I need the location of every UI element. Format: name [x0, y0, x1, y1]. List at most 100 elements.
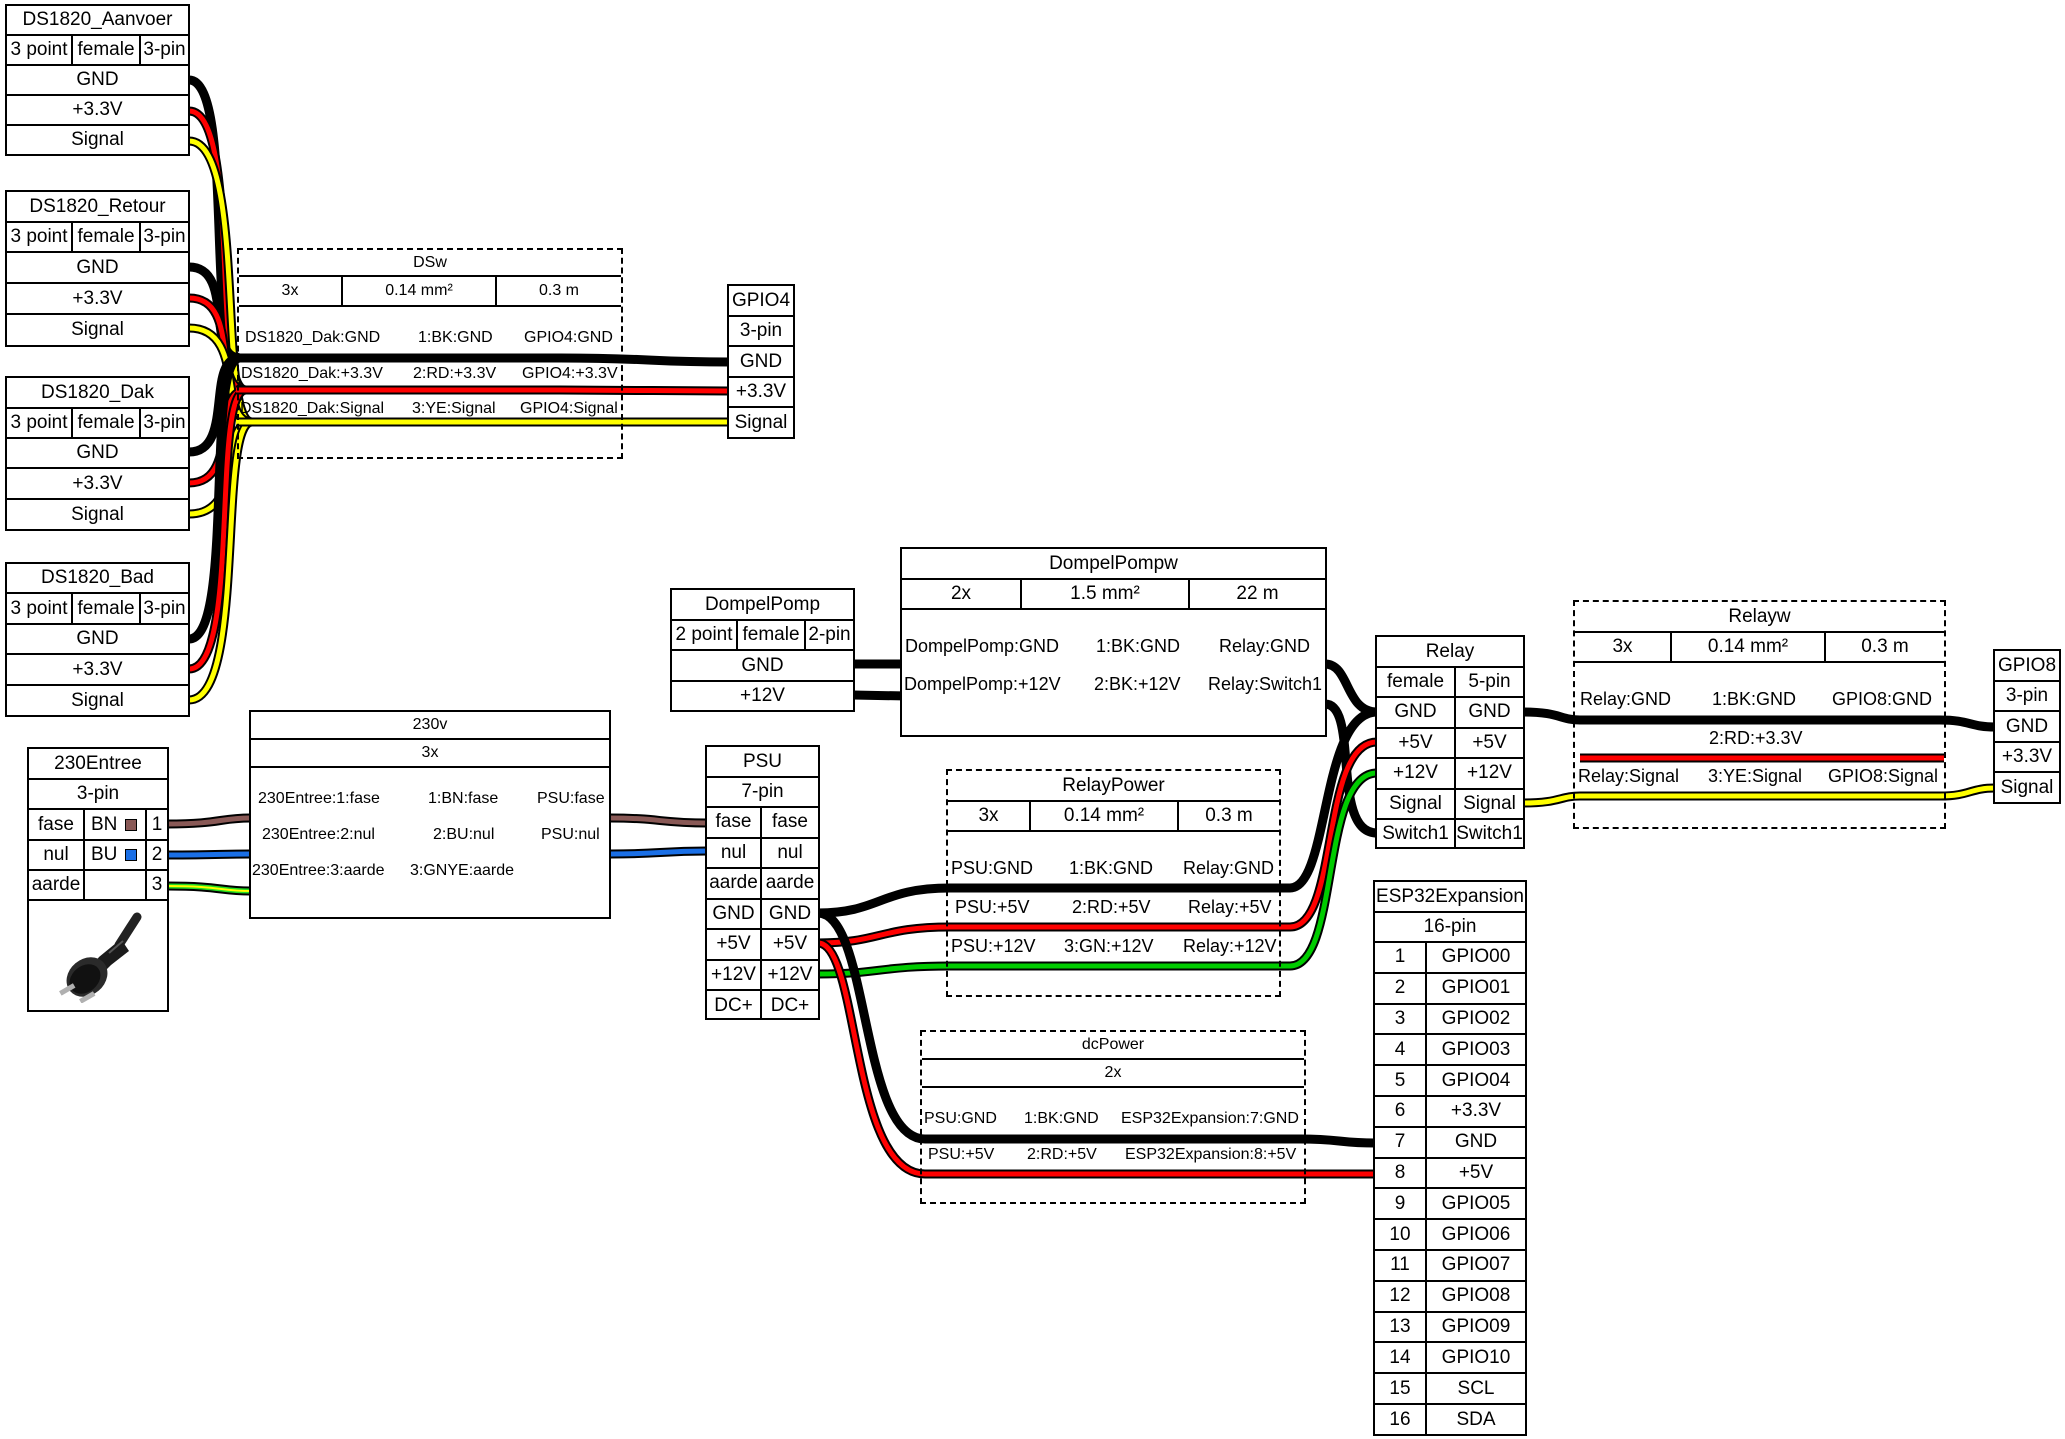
pin-row: GND [729, 347, 793, 378]
pin-row: +3.3V [7, 284, 188, 315]
pin-row: GND [7, 66, 188, 96]
wire-label: Relay:GND [1183, 858, 1275, 878]
wire-relaypower-gnd [817, 707, 1378, 918]
cable-attr: 3x [239, 277, 343, 307]
connector-title: DS1820_Aanvoer [7, 6, 188, 36]
pin-cell: nul [762, 839, 818, 869]
pin-label: aarde [29, 871, 85, 901]
wire-dcpower-gnd [817, 908, 1376, 1148]
wire-label: PSU:+5V [928, 1146, 995, 1163]
connector-attr: female [73, 594, 141, 625]
connector-attr: 3 point [7, 409, 73, 439]
pin-row: +3.3V [7, 469, 188, 500]
wire-label: 1:BK:GND [1712, 689, 1797, 709]
pin-cell: 7 [1375, 1127, 1427, 1159]
connector-attr: 2 point [672, 621, 738, 651]
cable-dsw: DSw 3x 0.14 mm² 0.3 m [237, 248, 623, 459]
wire-dcpower-5v [816, 938, 1375, 1179]
pin-cell: +12V [707, 960, 762, 991]
cable-title: 230v [251, 712, 609, 740]
cable-attr: 0.14 mm² [1031, 802, 1179, 832]
color-swatch [125, 849, 138, 861]
wire-relayw-gnd [1522, 707, 1996, 732]
connector-title: DS1820_Bad [7, 564, 188, 594]
wire-label: 3:GN:+12V [1064, 936, 1154, 956]
wire-label: 3:GNYE:aarde [410, 862, 515, 879]
color-swatch [125, 818, 138, 831]
pin-cell: +3.3V [1427, 1097, 1525, 1128]
pin-cell: GPIO00 [1427, 943, 1525, 974]
cable-attr: 2x [902, 580, 1022, 610]
pin-row: Signal [734, 411, 788, 433]
wire-label: 1:BK:GND [418, 329, 493, 346]
wire-label: 230Entree:2:nul [262, 826, 375, 843]
cable-title: DSw [239, 250, 621, 277]
cable-dompelpompw: DompelPompw 2x 1.5 mm² 22 m [900, 547, 1327, 737]
pin-cell: 2 [1375, 973, 1427, 1005]
wire-label: Relay:GND [1219, 636, 1311, 656]
pin-cell: SCL [1427, 1374, 1525, 1405]
pin-row: GND [7, 439, 188, 469]
cable-title: RelayPower [948, 771, 1279, 802]
wire-label: 3:YE:Signal [412, 400, 496, 417]
cable-title: Relayw [1575, 602, 1944, 633]
wire-label: PSU:GND [924, 1110, 997, 1127]
pin-cell: GPIO09 [1427, 1313, 1525, 1344]
pin-number: 1 [147, 810, 167, 841]
wire-label: ESP32Expansion:8:+5V [1125, 1146, 1297, 1163]
connector-title: DS1820_Retour [7, 192, 188, 223]
connector-attr: female [738, 621, 806, 651]
pin-cell: 6 [1375, 1097, 1427, 1128]
pin-cell: +12V [1377, 759, 1456, 790]
connector-attr: 3-pin [1995, 682, 2059, 712]
wire-ds1820-bad [187, 353, 242, 644]
wire-label: DompelPomp:+12V [904, 674, 1061, 694]
wire-relaypower-5v [817, 737, 1378, 948]
connector-attr: 3 point [7, 223, 73, 253]
wire-relayw-signal [1522, 783, 1996, 808]
connector-title: GPIO4 [729, 286, 793, 317]
wire-230-aarde [166, 881, 610, 896]
connector-title: Relay [1377, 637, 1523, 668]
cable-attr: 22 m [1190, 580, 1325, 610]
pin-label: nul [29, 841, 85, 871]
cable-attr: 1.5 mm² [1022, 580, 1190, 610]
connector-title: ESP32Expansion [1375, 882, 1525, 913]
wire-label: 230Entree:3:aarde [252, 862, 385, 879]
connector-ds1820-dak: DS1820_Dak 3 point female 3-pin GND +3.3… [5, 376, 190, 531]
pin-row: GND [7, 625, 188, 655]
wire-label: DompelPomp:GND [905, 636, 1060, 656]
connector-ds1820-bad: DS1820_Bad 3 point female 3-pin GND +3.3… [5, 562, 190, 717]
pin-cell: 13 [1375, 1312, 1427, 1344]
pin-cell: Signal [1456, 790, 1523, 820]
wire-label: 2:RD:+5V [1027, 1146, 1097, 1163]
connector-attr: 3-pin [141, 36, 188, 66]
wire-relaypower-12v [817, 768, 1378, 979]
wire-label: PSU:fase [537, 790, 605, 807]
pin-cell: GND [1377, 698, 1456, 729]
wire-label: GPIO4:GND [524, 329, 613, 346]
pin-cell: 5 [1375, 1066, 1427, 1097]
wire-label: PSU:+5V [955, 897, 1030, 917]
pin-cell: +5V [762, 930, 818, 961]
connector-attr: 16-pin [1375, 913, 1525, 943]
pin-row: Signal [71, 503, 124, 525]
pin-cell: DC+ [707, 991, 762, 1020]
wire-color-code: BN [91, 813, 118, 835]
wire-label: 2:RD:+5V [1072, 897, 1151, 917]
pin-row: GND [1995, 712, 2059, 743]
pin-cell: +5V [707, 930, 762, 961]
wire-label: Relay:GND [1580, 689, 1672, 709]
wire-label: 1:BK:GND [1096, 636, 1181, 656]
cable-attr: 3x [1575, 633, 1672, 663]
connector-ds1820-aanvoer: DS1820_Aanvoer 3 point female 3-pin GND … [5, 4, 190, 156]
pin-cell: GND [1456, 698, 1523, 729]
schuko-plug-icon [59, 912, 142, 1003]
pin-row: Signal [2000, 776, 2054, 798]
pin-cell: 15 [1375, 1374, 1427, 1405]
pin-row: +12V [740, 685, 785, 706]
pin-cell: 4 [1375, 1035, 1427, 1067]
cable-attr: 0.14 mm² [1672, 633, 1826, 663]
